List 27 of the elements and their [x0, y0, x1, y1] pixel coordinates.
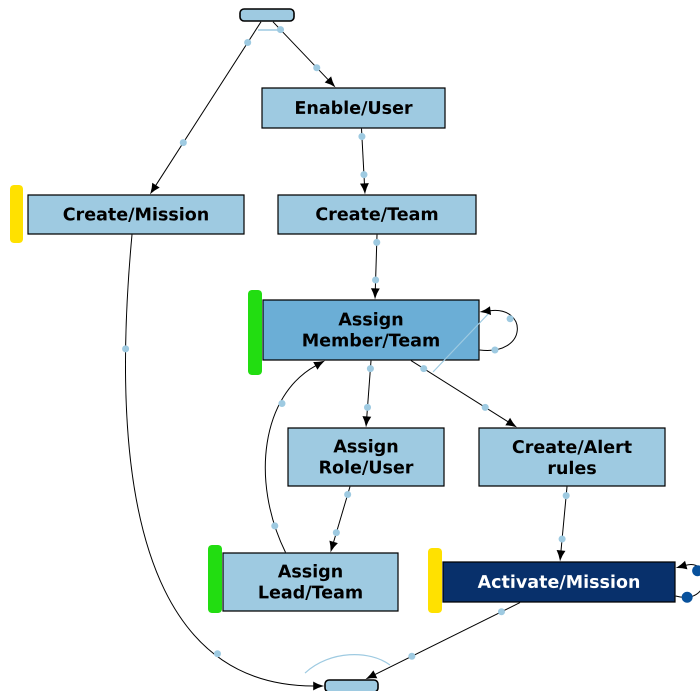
- arrow: [371, 234, 380, 298]
- arrow: [362, 360, 374, 426]
- arrow: [366, 602, 520, 679]
- arrow: [358, 128, 369, 193]
- status-marker: [10, 185, 23, 243]
- status-marker: [428, 548, 442, 613]
- process-box: Create/Mission: [27, 194, 245, 235]
- process-box: Create/Alert rules: [478, 427, 666, 487]
- arrow: [150, 21, 262, 194]
- arrow: [479, 306, 518, 354]
- arrow: [330, 486, 352, 552]
- arrow: [272, 21, 335, 87]
- status-marker: [248, 290, 262, 375]
- process-box: Create/Team: [277, 194, 477, 235]
- arrow: [556, 486, 570, 560]
- arrow: [264, 361, 324, 553]
- status-marker: [208, 545, 222, 613]
- process-box: Assign Lead/Team: [222, 552, 399, 612]
- terminal-box: [239, 8, 295, 22]
- arrow: [122, 234, 323, 690]
- process-box: Enable/User: [261, 87, 446, 129]
- process-box: Assign Role/User: [287, 427, 445, 487]
- arrow: [410, 360, 516, 427]
- process-box: Activate/Mission: [442, 561, 676, 603]
- process-box: Assign Member/Team: [262, 299, 480, 361]
- arrow: [675, 561, 700, 603]
- terminal-box: [324, 679, 379, 691]
